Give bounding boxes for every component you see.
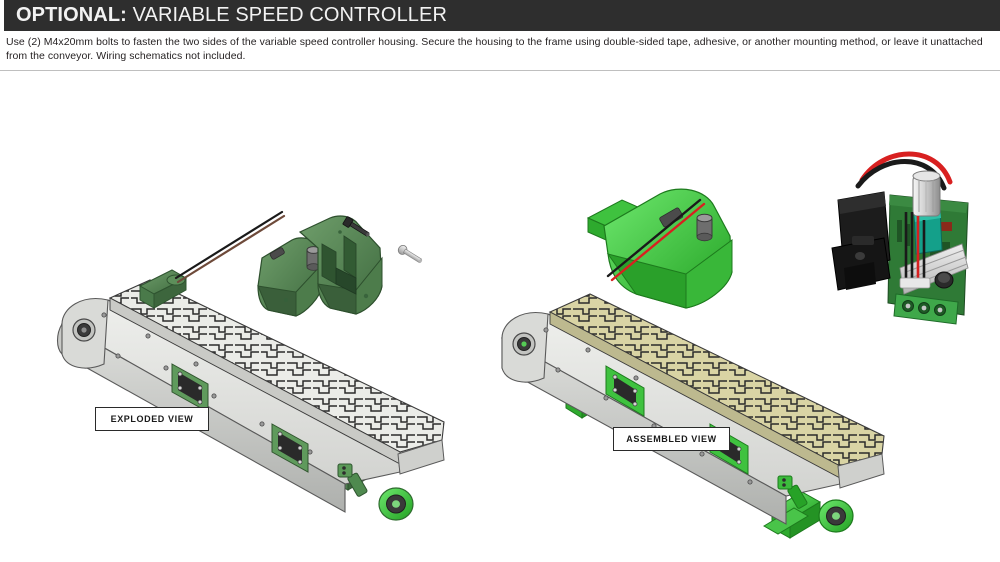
screw-terminal-block xyxy=(893,293,959,325)
photo-potentiometer-knob xyxy=(912,170,941,217)
exploded-housing-left-half xyxy=(257,237,323,317)
electrolytic-capacitor xyxy=(934,271,954,289)
assembled-view-label: ASSEMBLED VIEW xyxy=(613,427,730,451)
assembled-controller-housing xyxy=(586,188,733,309)
illustration-area xyxy=(0,72,1000,562)
page-title: OPTIONAL: VARIABLE SPEED CONTROLLER xyxy=(4,4,447,27)
controller-product-photo xyxy=(831,151,969,325)
assembled-view-figure xyxy=(500,188,885,539)
assembled-power-wires xyxy=(606,198,706,282)
exploded-bolt-silver xyxy=(397,244,423,264)
exploded-drive-pulley xyxy=(337,439,445,521)
section-header-bar: OPTIONAL: VARIABLE SPEED CONTROLLER xyxy=(4,0,1000,31)
assembled-drive-pulley xyxy=(777,453,885,533)
exploded-bolt-black xyxy=(342,216,370,237)
instruction-text: Use (2) M4x20mm bolts to fasten the two … xyxy=(6,36,983,62)
exploded-view-label: EXPLODED VIEW xyxy=(95,407,209,431)
header-divider-rule xyxy=(0,70,1000,71)
exploded-side-bracket-2 xyxy=(271,423,309,473)
photo-ribbon-wires xyxy=(899,212,931,289)
page-title-prefix: OPTIONAL: xyxy=(16,4,127,26)
page-title-main: VARIABLE SPEED CONTROLLER xyxy=(132,4,448,26)
exploded-potentiometer-knob xyxy=(306,246,321,271)
exploded-power-wires xyxy=(174,210,286,284)
exploded-housing-right-half xyxy=(298,215,383,315)
assembled-side-bracket-1 xyxy=(605,365,645,417)
exploded-modular-belt xyxy=(108,279,445,465)
exploded-view-figure xyxy=(56,210,445,521)
rocker-switch xyxy=(831,191,891,291)
assembled-modular-belt xyxy=(548,293,885,479)
